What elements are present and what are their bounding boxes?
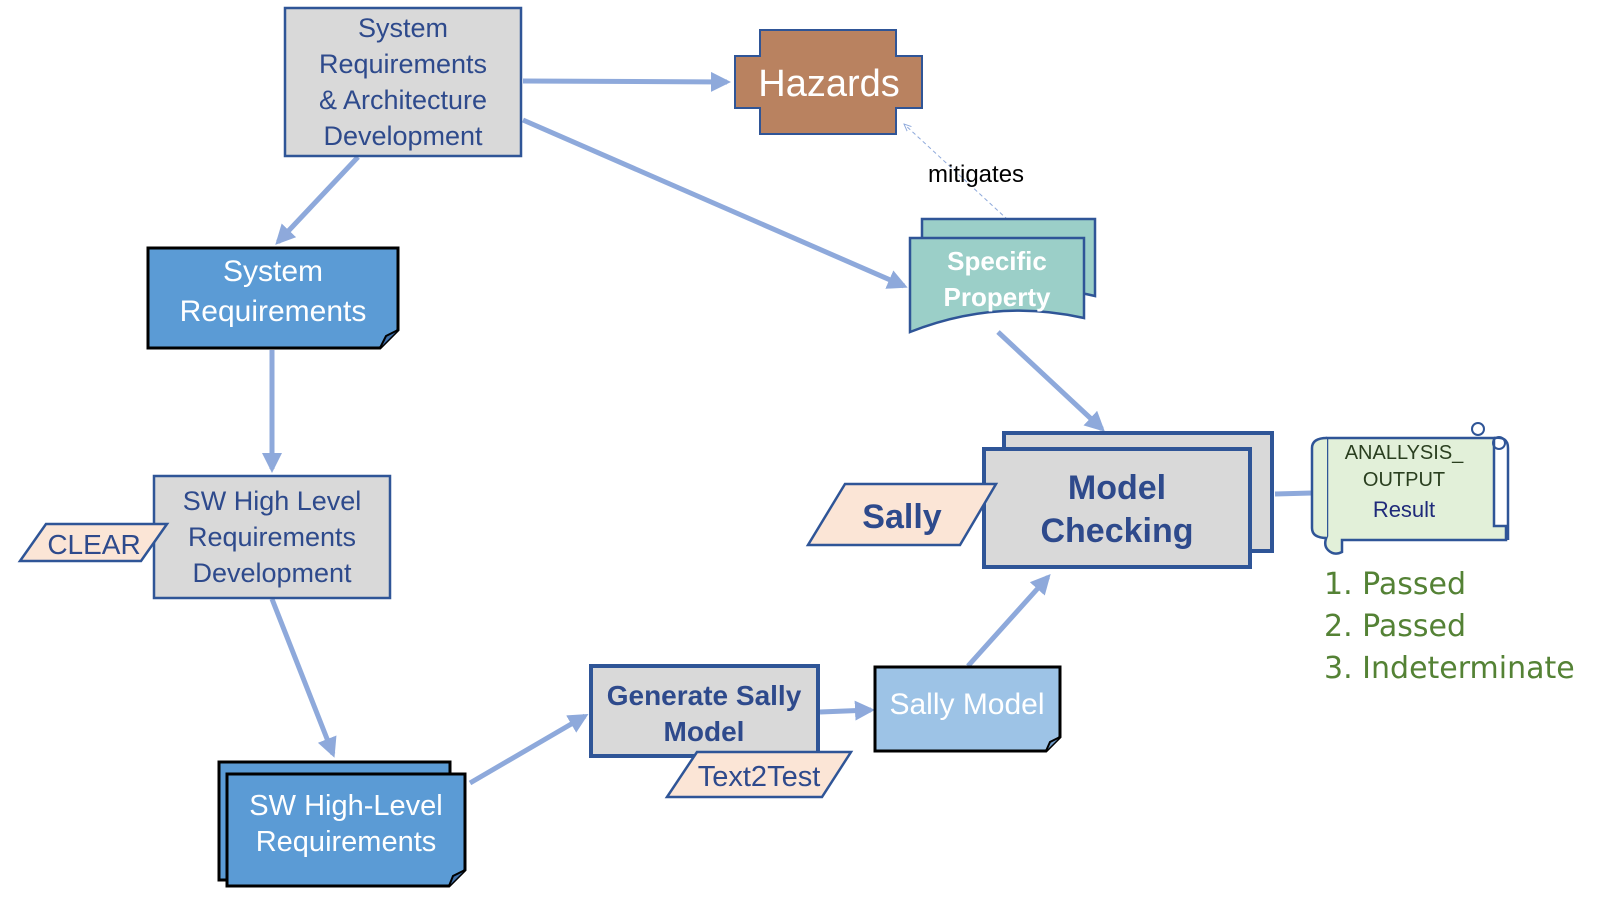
- edge-generate-sally-to-sally-model: [819, 700, 875, 721]
- connectors: [262, 71, 1313, 786]
- edge-sysarch-to-hazards: [522, 71, 731, 92]
- edge-sysarch-to-system-requirements: [275, 155, 360, 245]
- text2test-label: Text2Test: [698, 761, 821, 793]
- box: [283, 6, 523, 158]
- line-3: & Architecture: [319, 85, 487, 115]
- tag-text2test: Text2Test: [664, 750, 854, 799]
- line-2: Checking: [1040, 512, 1193, 550]
- line-4: Development: [323, 121, 483, 151]
- line-2: Requirements: [319, 49, 487, 79]
- edge-sw-hlr-dev-to-sw-hl-requirements: [269, 598, 337, 758]
- scroll-knob-2: [1492, 436, 1506, 450]
- edge-mitigates: [904, 124, 1009, 221]
- scroll-body: [1324, 436, 1508, 555]
- folded-corner: [379, 329, 399, 349]
- node-sw-high-level-requirements: SW High-Level Requirements: [217, 760, 467, 888]
- edge-sw-hl-requirements-to-generate-sally: [468, 713, 589, 786]
- sally-label: Sally: [862, 498, 941, 536]
- box: [152, 474, 392, 600]
- node-sally-model: Sally Model: [873, 665, 1062, 753]
- sally-model-label: Sally Model: [889, 688, 1044, 721]
- line-2: Requirements: [180, 295, 367, 328]
- scroll-left-curl: [1310, 436, 1328, 540]
- front-document: [908, 236, 1086, 334]
- box: [589, 664, 820, 758]
- node-model-checking: Model Checking: [982, 431, 1274, 569]
- edge-specific-property-to-model-checking: [996, 330, 1105, 432]
- node-analysis-output-scroll: ANALLYSIS_ OUTPUT Result: [1310, 422, 1510, 555]
- edge-sally-model-to-model-checking: [966, 574, 1051, 668]
- hazards-shape: [734, 29, 923, 135]
- analysis-output-result: Result: [1373, 497, 1435, 522]
- clear-label: CLEAR: [47, 529, 140, 560]
- hazards-label: Hazards: [758, 63, 900, 105]
- result-item-3: 3. Indeterminate: [1324, 651, 1575, 686]
- result-item-1: 1. Passed: [1324, 567, 1466, 602]
- tag-clear: CLEAR: [17, 522, 170, 563]
- parallelogram: [805, 482, 999, 547]
- mitigates-label: mitigates: [928, 161, 1024, 188]
- node-hazards: Hazards: [734, 29, 923, 135]
- line-1: System: [358, 13, 448, 43]
- results-list: 1. Passed 2. Passed 3. Indeterminate: [1324, 567, 1575, 686]
- line-1: Generate Sally: [607, 680, 802, 711]
- front-box: [982, 447, 1252, 569]
- parallelogram: [17, 522, 170, 563]
- line-1: SW High-Level: [249, 790, 442, 822]
- line-2: Requirements: [256, 826, 437, 858]
- result-item-2: 2. Passed: [1324, 609, 1466, 644]
- line-1: System: [223, 255, 323, 288]
- line-1: SW High Level: [183, 486, 362, 516]
- edge-sysarch-to-specific-property: [522, 117, 908, 289]
- node-system-requirements: System Requirements: [146, 246, 400, 350]
- scroll-right-curl: [1493, 436, 1510, 540]
- tag-sally: Sally: [805, 482, 999, 547]
- node-system-requirements-architecture: System Requirements & Architecture Devel…: [283, 6, 523, 158]
- folded-corner: [1045, 736, 1061, 752]
- line-1: Model: [1068, 469, 1166, 507]
- line-2: Model: [664, 716, 745, 747]
- line-1: Specific: [947, 246, 1047, 276]
- folded-corner: [448, 869, 466, 887]
- line-2: Property: [944, 282, 1051, 312]
- parallelogram: [664, 750, 854, 799]
- edge-model-checking-to-output: [1274, 490, 1313, 497]
- node-generate-sally-model: Generate Sally Model: [589, 664, 820, 758]
- node-sw-high-level-requirements-development: SW High Level Requirements Development: [152, 474, 392, 600]
- scroll-knob-1: [1471, 422, 1485, 436]
- line-2: Requirements: [188, 522, 356, 552]
- analysis-output-line-2: OUTPUT: [1363, 469, 1445, 491]
- analysis-output-line-1: ANALLYSIS_: [1345, 442, 1464, 464]
- node-specific-property: Specific Property: [908, 217, 1097, 334]
- line-3: Development: [192, 558, 352, 588]
